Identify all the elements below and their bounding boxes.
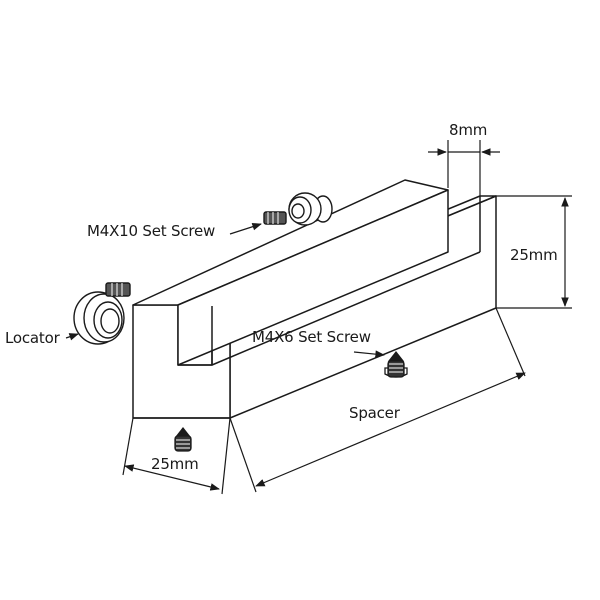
label-spacer: Spacer — [349, 404, 400, 422]
m4x6-set-screw-bottom — [174, 426, 192, 452]
label-width: 25mm — [151, 455, 199, 473]
locator-left — [73, 282, 131, 345]
slot-side-wall — [177, 189, 449, 366]
locator-upper — [263, 192, 333, 226]
label-locator: Locator — [5, 329, 60, 347]
label-m4x10-set-screw: M4X10 Set Screw — [87, 222, 216, 240]
label-slot-width: 8mm — [449, 121, 488, 139]
dim-25mm-width — [124, 464, 220, 491]
leader-m4x10 — [229, 222, 262, 235]
label-m4x6-set-screw: M4X6 Set Screw — [252, 328, 371, 346]
dim-spacer-length — [255, 372, 526, 487]
leader-locator — [65, 333, 79, 341]
m4x6-set-screw-top — [384, 350, 408, 378]
label-height: 25mm — [510, 246, 558, 264]
leader-m4x6 — [353, 350, 385, 358]
